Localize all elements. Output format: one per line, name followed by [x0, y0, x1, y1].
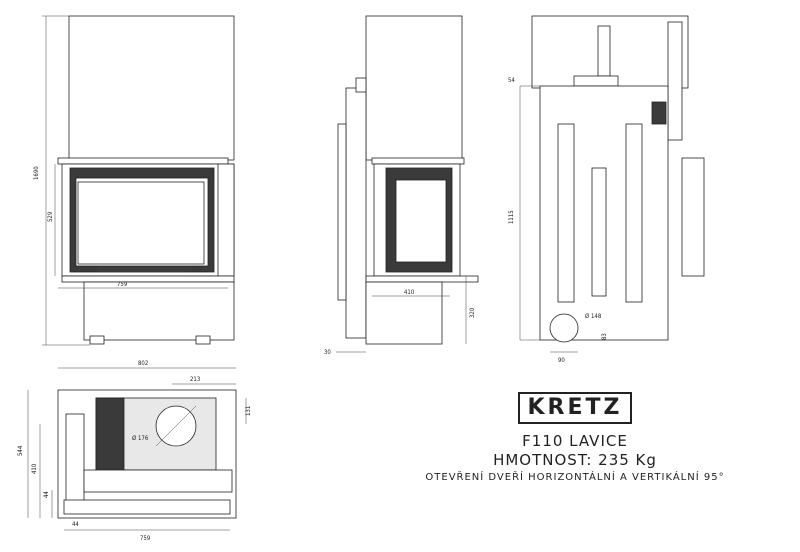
dim-plan-bottom-width: 759 [140, 535, 151, 542]
side-view: 410 320 30 [324, 15, 479, 356]
dim-plan-top-width: 213 [190, 376, 200, 383]
dim-plan-depth: 544 [17, 445, 24, 456]
kretz-logo: KRETZ [517, 392, 633, 424]
dim-side-base-height: 320 [469, 307, 476, 318]
dim-plan-total-width: 802 [138, 360, 148, 367]
front-foot-left [89, 335, 105, 345]
side-glass [395, 179, 447, 263]
dim-front-glass-height: 529 [47, 211, 54, 222]
dim-plan-right-small: 131 [245, 406, 252, 416]
dim-back-height: 1115 [508, 210, 515, 224]
side-back-wall [345, 87, 367, 339]
dim-plan-flue-dia: Ø 176 [132, 435, 149, 442]
front-top-frame [57, 157, 229, 165]
dim-front-width: 759 [117, 281, 128, 288]
title-block: KRETZ F110 LAVICE HMOTNOST: 235 Kg OTEVŘ… [405, 392, 745, 483]
side-bracket [355, 77, 367, 93]
front-plinth-top [61, 275, 235, 283]
dim-back-flue-offset: 54 [508, 77, 515, 84]
dim-side-offset: 30 [324, 349, 331, 356]
side-base [365, 281, 443, 345]
dim-plan-depth-inner: 410 [31, 463, 38, 474]
front-side-panel [217, 163, 235, 277]
front-chimney-hood [68, 15, 235, 161]
back-air-inlet [549, 313, 579, 343]
model-name: F110 LAVICE [522, 432, 628, 450]
side-chimney-hood [365, 15, 463, 161]
back-vent-grille [651, 101, 667, 125]
back-view: 1115 54 Ø 148 83 90 [508, 15, 705, 364]
dim-plan-bottom-left: 44 [72, 521, 79, 528]
dim-side-door-width: 410 [404, 289, 415, 296]
front-view: 1690 529 759 [33, 15, 235, 346]
dim-plan-depth-small: 44 [43, 491, 50, 498]
door-opening-label: OTEVŘENÍ DVEŘÍ HORIZONTÁLNÍ A VERTIKÁLNÍ… [425, 472, 725, 483]
plan-view: 802 213 544 410 44 131 44 759 Ø 176 [17, 360, 252, 542]
front-base [83, 281, 235, 341]
dim-front-height: 1690 [33, 166, 40, 180]
plan-left-wall [65, 413, 85, 503]
dim-back-flue-dia: Ø 148 [585, 313, 602, 320]
back-slot-2 [591, 167, 607, 297]
weight-label: HMOTNOST: 235 Kg [493, 451, 657, 469]
dim-back-flue-x: 90 [558, 357, 565, 364]
back-slot-3 [625, 123, 643, 303]
back-slot-1 [557, 123, 575, 303]
plan-plinth [63, 499, 231, 515]
front-handle [99, 267, 185, 273]
plan-door-frame [83, 469, 233, 493]
back-flue-pipe [597, 25, 611, 77]
plan-firebox-side [95, 397, 125, 471]
side-back-plate [337, 123, 347, 301]
side-plinth-top [365, 275, 479, 283]
back-flue-collar [573, 75, 619, 87]
back-right-panel [681, 157, 705, 277]
side-top-frame [371, 157, 465, 165]
dim-back-flue-h: 83 [601, 333, 608, 340]
front-foot-right [195, 335, 211, 345]
back-side-rail [667, 21, 683, 141]
front-glass-inner [77, 181, 205, 265]
